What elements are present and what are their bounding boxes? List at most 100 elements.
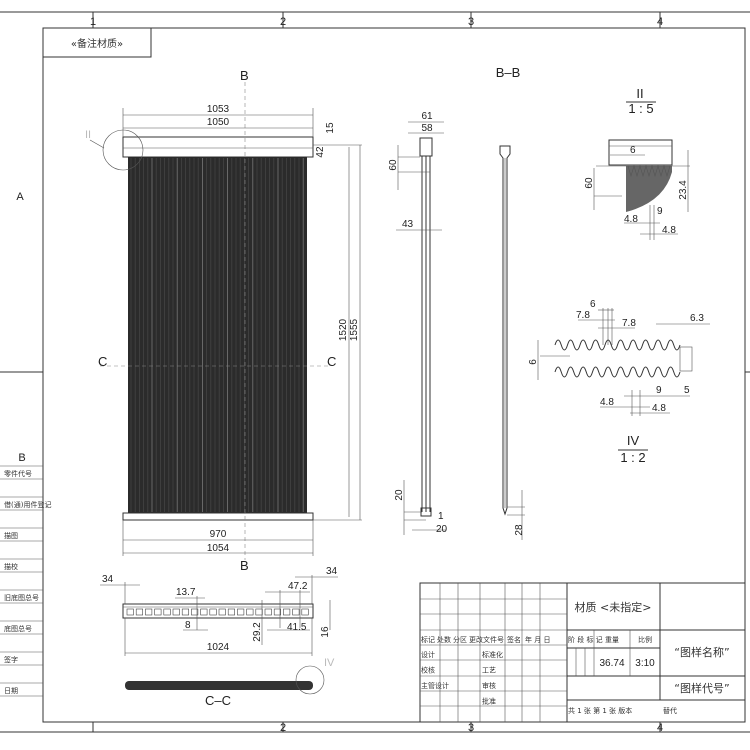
signoff-row-label: 主管设计: [421, 681, 449, 690]
zone-row-b: B: [18, 452, 25, 464]
dim-34-right: 34: [326, 566, 338, 577]
zone-row-a: A: [16, 191, 24, 203]
detail-ii-mark: II: [85, 129, 91, 141]
revision-header: 标记: [421, 635, 435, 644]
section-mark-b-top: B: [240, 68, 249, 83]
left-column-label: 描图: [4, 531, 18, 540]
detail-iv-dim-7-8-a: 7.8: [576, 310, 590, 321]
slot: [246, 608, 254, 616]
slot: [154, 608, 162, 616]
zone-col-2: 2: [280, 16, 286, 28]
detail-iv-dim-6-top: 6: [590, 299, 596, 310]
dim-8: 8: [185, 620, 191, 631]
dim-1: 1: [438, 511, 444, 522]
left-column-label: 日期: [4, 687, 18, 695]
zone-col-4: 4: [657, 16, 663, 28]
slot: [191, 608, 199, 616]
zone-col-1: 1: [90, 16, 96, 28]
note-box-text: «备注材质»: [71, 37, 123, 50]
dim-1054: 1054: [207, 543, 230, 554]
section-c-c: 34 34 13.7 8 47.2 41.5 29.2 16 1024 IV C…: [100, 566, 338, 708]
dim-29-2: 29.2: [252, 622, 263, 642]
detail-ii-dim-4-8-a: 4.8: [624, 214, 638, 225]
dim-58: 58: [421, 123, 433, 134]
slot: [255, 608, 263, 616]
slot: [209, 608, 217, 616]
zone-col-3-bottom: 3: [468, 722, 474, 734]
left-column-label: 旧底图总号: [4, 593, 39, 602]
left-column-label: 借(通)用件登记: [4, 500, 51, 509]
slot: [172, 608, 180, 616]
dim-20-vertical: 20: [394, 489, 405, 501]
approval-label: 审核: [482, 681, 496, 690]
dim-28: 28: [514, 524, 525, 536]
detail-iv: 6 6 7.8 7.8 6.3 9 5 4.8 4.8 IV 1 : 2: [528, 299, 710, 465]
detail-ii-scale: 1 : 5: [628, 101, 653, 116]
section-bb-title: B–B: [496, 65, 521, 80]
fin-wave-top: [554, 339, 681, 351]
scale-label: 比例: [638, 635, 652, 644]
dim-15: 15: [325, 122, 336, 134]
revision-header: 更改文件号: [469, 635, 504, 644]
signoff-row-label: 校核: [421, 666, 435, 675]
dim-42: 42: [315, 146, 326, 158]
section-mark-c-left: C: [98, 354, 107, 369]
slot: [163, 608, 171, 616]
cc-fin-bar: [125, 681, 313, 690]
fin-panel: [128, 157, 307, 513]
detail-iv-dim-7-8-b: 7.8: [622, 318, 636, 329]
title-block: 材质 <未指定> 阶 段 标 记 重量 比例 36.74 3:10 “图样名称”…: [419, 582, 746, 723]
slot: [227, 608, 235, 616]
detail-ii-dim-9: 9: [657, 206, 663, 217]
detail-iv-label: IV: [627, 433, 640, 448]
slot: [126, 608, 134, 616]
section-mark-c-right: C: [327, 354, 336, 369]
dim-34-left: 34: [102, 574, 114, 585]
material-field: 材质 <未指定>: [575, 600, 652, 614]
drawing-code: “图样代号”: [674, 681, 729, 695]
weight-label: 重量: [605, 636, 619, 644]
dim-1520: 1520: [338, 318, 349, 341]
scale-value: 3:10: [635, 658, 655, 669]
dim-43: 43: [402, 219, 414, 230]
detail-iv-dim-4-8-a: 4.8: [600, 397, 614, 408]
stage-label: 阶 段 标 记: [568, 635, 603, 644]
revision-header: 分区: [453, 635, 467, 644]
left-column-label: 底图总号: [4, 624, 32, 633]
detail-ii-dim-60: 60: [584, 177, 595, 189]
dim-1053: 1053: [207, 104, 230, 115]
main-front-view: II 1053 1050 15 42 1520 1555 970 1054 B …: [85, 68, 362, 573]
section-b-b: B–B 61 58 60 43 20 1 20 28: [388, 65, 525, 540]
slot: [273, 608, 282, 616]
detail-iv-dim-5: 5: [684, 385, 690, 396]
dim-20: 20: [436, 524, 448, 535]
detail-ii-dim-6: 6: [630, 145, 636, 156]
note-box: «备注材质»: [42, 27, 152, 58]
weight-value: 36.74: [599, 658, 624, 669]
section-mark-b-bottom: B: [240, 558, 249, 573]
fin-profile: [626, 166, 672, 212]
slot: [237, 608, 245, 616]
signoff-row-label: 设计: [421, 650, 435, 659]
slot: [181, 608, 189, 616]
slot: [301, 608, 309, 616]
drawing-name: “图样名称”: [674, 645, 729, 659]
section-cc-title: C–C: [205, 693, 231, 708]
approval-label: 标准化: [482, 650, 503, 659]
slot: [145, 608, 153, 616]
slot: [292, 608, 300, 616]
detail-iv-dim-6-left: 6: [528, 359, 539, 365]
zone-col-4-bottom: 4: [657, 722, 663, 734]
slot: [135, 608, 143, 616]
detail-iv-dim-9: 9: [656, 385, 662, 396]
detail-iv-scale: 1 : 2: [620, 450, 645, 465]
left-column-label: 零件代号: [4, 469, 32, 478]
detail-iv-dim-4-8-b: 4.8: [652, 403, 666, 414]
detail-iv-dim-6-3: 6.3: [690, 313, 704, 324]
slot: [218, 608, 226, 616]
dim-47-2: 47.2: [288, 581, 308, 592]
revision-header: 年 月 日: [525, 635, 550, 644]
detail-ii-label: II: [636, 86, 643, 101]
dim-1024: 1024: [207, 642, 230, 653]
dim-1555: 1555: [349, 318, 360, 341]
